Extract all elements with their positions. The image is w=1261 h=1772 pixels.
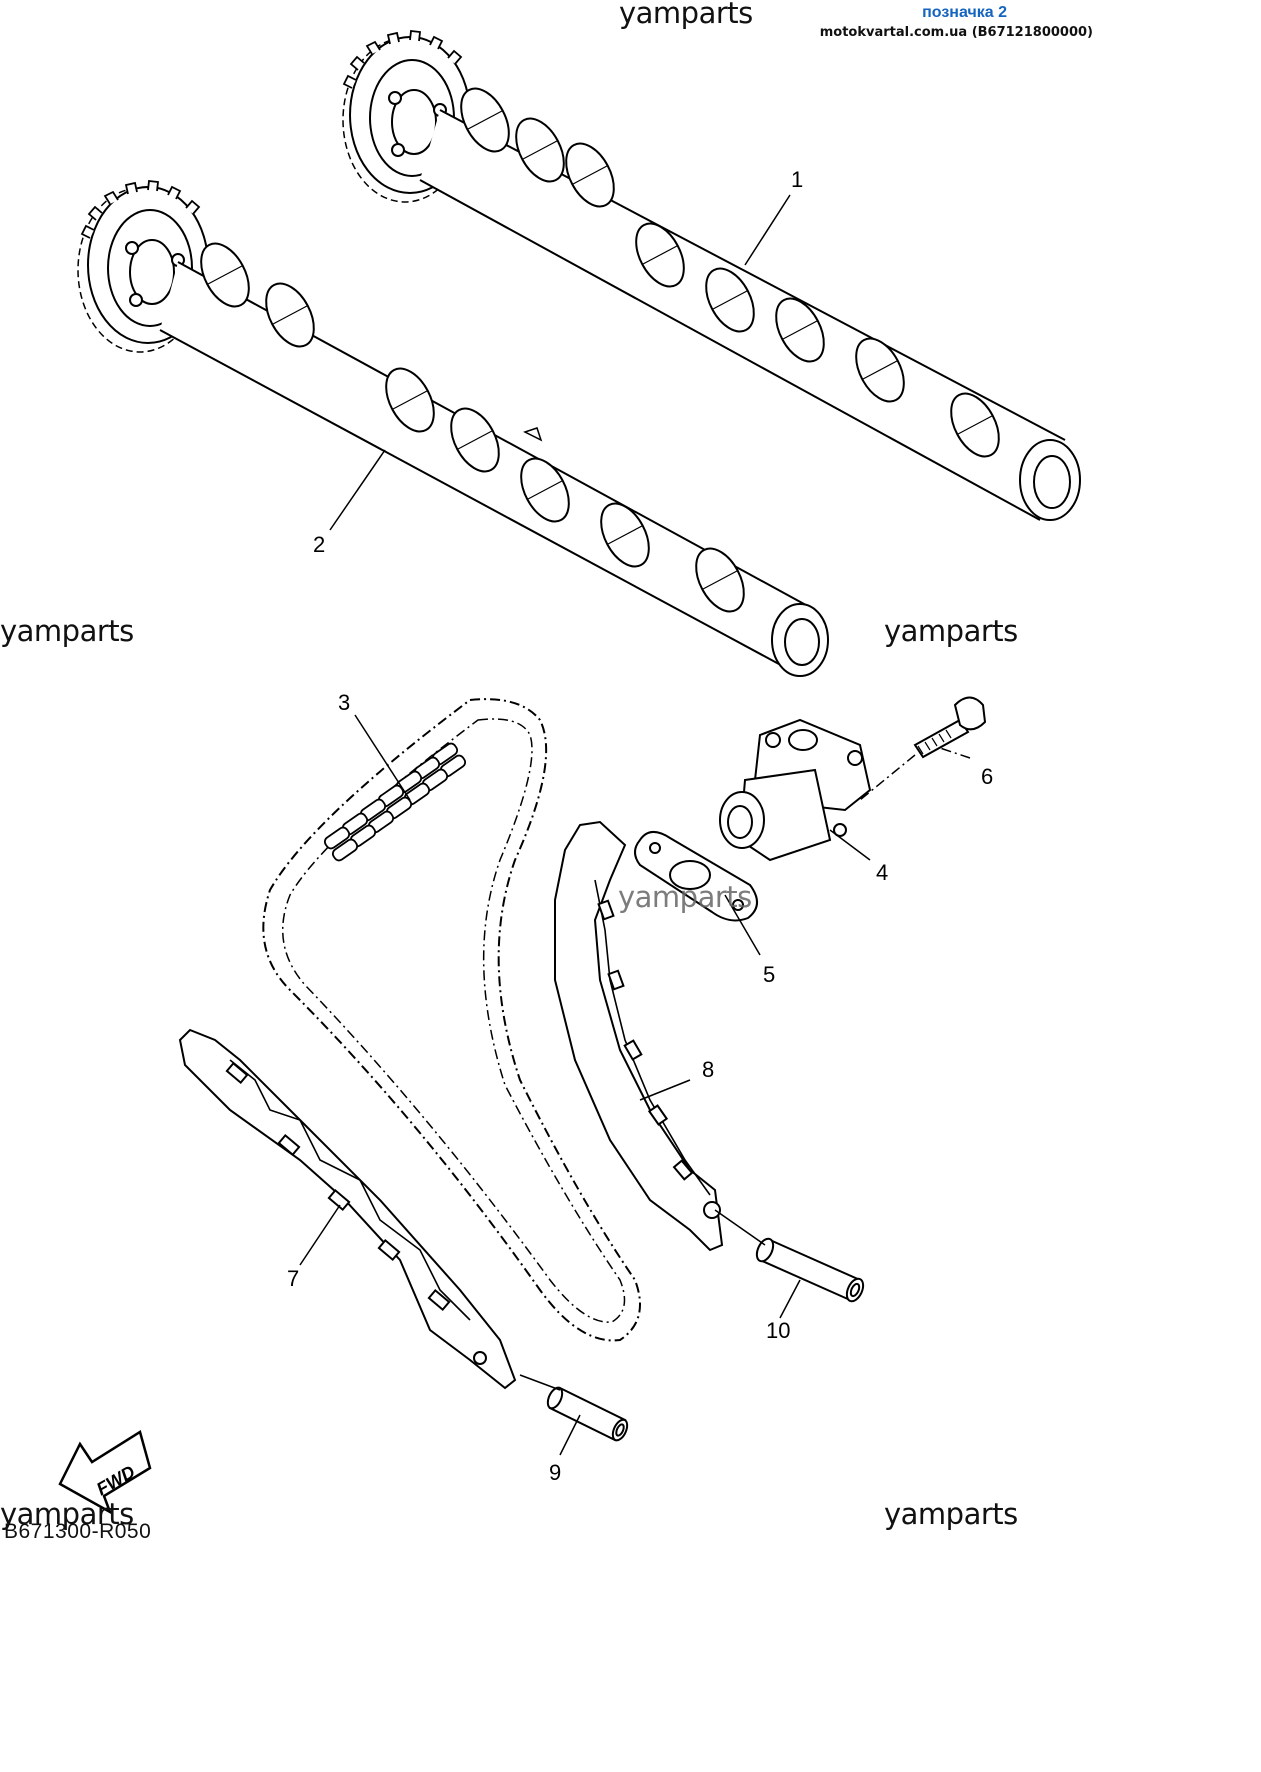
callout-10: 10: [766, 1318, 790, 1343]
callout-3: 3: [338, 690, 350, 715]
leader-lines: [299, 194, 971, 1456]
chain-guide-8: [554, 820, 724, 1252]
watermark-right: yamparts: [884, 614, 1018, 648]
callout-2: 2: [313, 532, 325, 557]
parts-diagram-page: FWD 1 2 3 4 5 6 7 8 9 10 yamparts yampar…: [0, 0, 1093, 1543]
callout-1: 1: [791, 167, 803, 192]
watermark-top: yamparts: [619, 0, 753, 30]
cam-chain-tensioner: [719, 718, 872, 862]
callout-9: 9: [549, 1460, 561, 1485]
tensioner-bolt: [913, 696, 987, 759]
guide-pin-10: [755, 1237, 865, 1303]
callout-5: 5: [763, 962, 775, 987]
watermark-left: yamparts: [0, 614, 134, 648]
callout-6: 6: [981, 764, 993, 789]
chain-guide-7: [178, 1028, 517, 1390]
callout-numbers: 1 2 3 4 5 6 7 8 9 10: [287, 167, 993, 1485]
camshaft-exhaust: [342, 30, 1081, 521]
diagram-tag: позначка 2: [922, 4, 1007, 21]
callout-7: 7: [287, 1266, 299, 1291]
callout-4: 4: [876, 860, 888, 885]
source-reference: motokvartal.com.ua (B67121800000): [819, 25, 1093, 40]
watermark-bottom-left: yamparts: [0, 1497, 134, 1531]
timing-chain: [262, 698, 641, 1342]
guide-pin-9: [546, 1386, 629, 1442]
callout-8: 8: [702, 1057, 714, 1082]
chain-links: [323, 742, 467, 862]
camshaft-intake: [77, 180, 829, 677]
exploded-parts-diagram: FWD 1 2 3 4 5 6 7 8 9 10: [58, 30, 1081, 1515]
watermark-center: yamparts: [618, 880, 752, 914]
watermark-bottom-right: yamparts: [884, 1497, 1018, 1531]
diagram-code: B671300-R050: [4, 1520, 152, 1543]
